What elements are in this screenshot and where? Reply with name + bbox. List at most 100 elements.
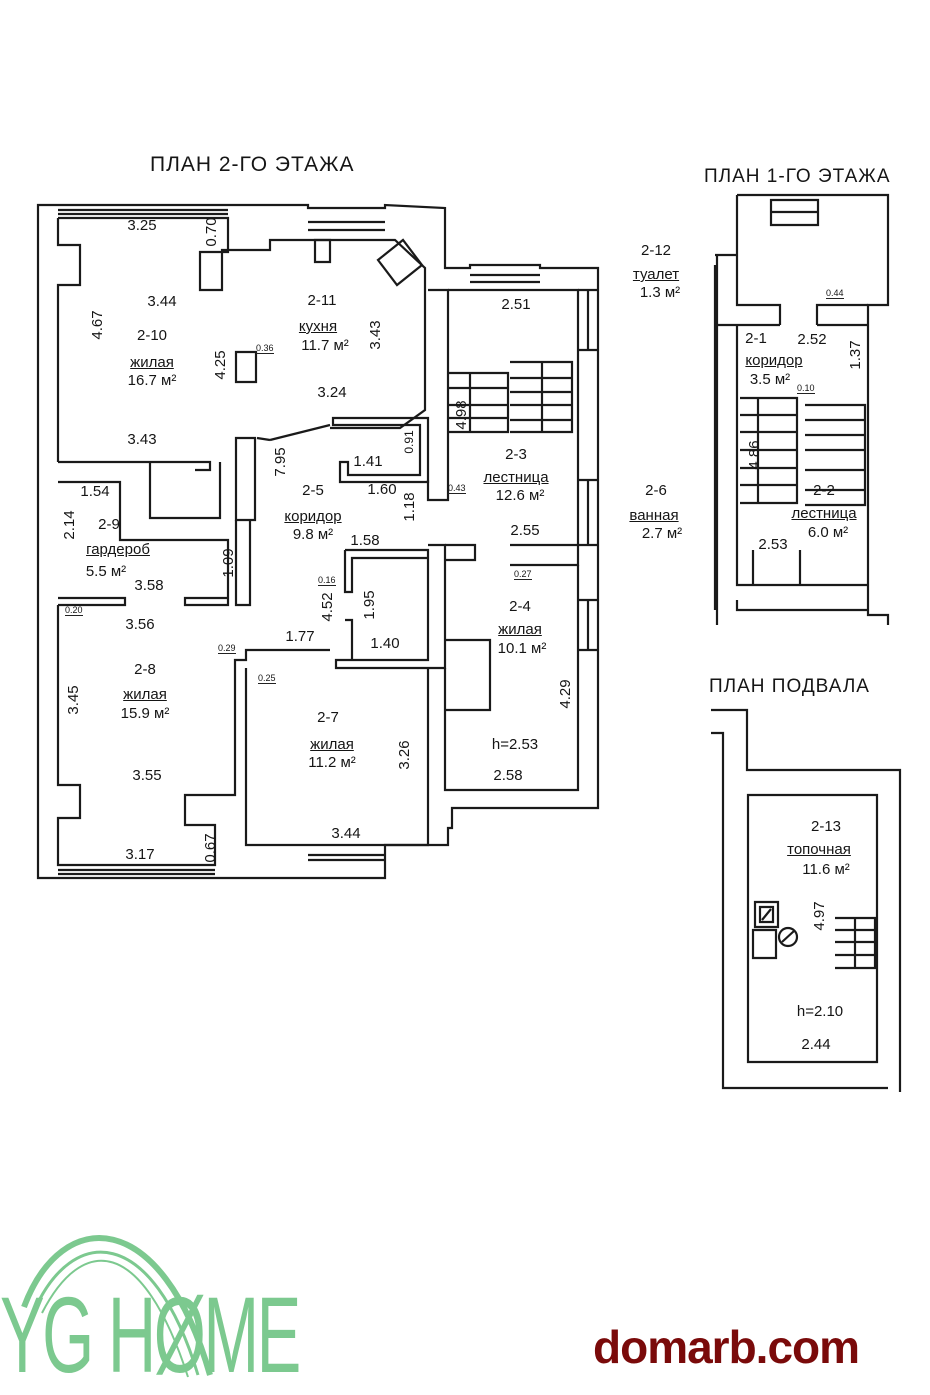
room-area: 6.0 м² [807,524,849,541]
dimension: 1.60 [367,481,397,498]
yg-home-logo: YG HØME [0,1274,301,1395]
dimension: 4.67 [89,310,106,340]
dimension: 2.55 [510,522,540,539]
room-id: 2-10 [136,327,168,344]
room-name: жилая [123,686,167,703]
dimension-small: 0.25 [258,673,276,684]
dimension: 4.29 [557,679,574,709]
dimension: 4.86 [746,440,763,470]
floor2-walls [36,203,600,880]
room-id: 2-6 [645,482,667,499]
room-id: 2-2 [813,482,835,499]
dimension: 2.51 [501,296,531,313]
room-name: коридор [745,352,803,369]
dimension: 1.95 [361,590,378,620]
room-area: 10.1 м² [497,640,547,657]
basement-walls [711,708,902,1092]
dimension: 3.44 [331,825,361,842]
floor2-title: ПЛАН 2-ГО ЭТАЖА [150,153,355,176]
room-name: лестница [483,469,549,486]
dimension: 3.43 [127,431,157,448]
room-name: жилая [310,736,354,753]
room-area: 11.2 м² [308,754,356,771]
dimension: 4.97 [811,901,828,931]
dimension: 4.98 [453,400,470,430]
room-id: 2-1 [745,330,767,347]
room-id: 2-11 [307,292,337,309]
room-name: жилая [130,354,174,371]
dimension: 3.26 [396,740,413,770]
dimension: 3.55 [132,767,162,784]
dimension: 1.58 [350,532,380,549]
dimension: 2.44 [801,1036,831,1053]
room-name: ванная [629,507,679,524]
dimension: 1.54 [80,483,110,500]
dimension-small: 0.27 [514,569,532,580]
dimension: 1.09 [220,548,237,578]
room-name: туалет [632,266,680,283]
dimension: 1.41 [353,453,383,470]
dimension: 3.24 [317,384,347,401]
ceiling-height: h=2.53 [491,736,539,753]
room-area: 12.6 м² [495,487,545,504]
room-area: 9.8 м² [292,526,334,543]
dimension: 4.52 [319,592,336,622]
room-id: 2-13 [810,818,842,835]
dimension: 0.91 [402,430,416,454]
dimension: 4.25 [212,350,229,380]
dimension: 7.95 [272,447,289,477]
dimension: 0.67 [202,833,219,863]
room-area: 16.7 м² [127,372,177,389]
dimension: 1.37 [847,340,864,370]
room-name: кухня [298,318,338,335]
dimension: 3.44 [147,293,177,310]
dimension: 0.70 [203,217,220,247]
dimension: 1.40 [370,635,400,652]
room-id: 2-9 [98,516,120,533]
dimension-small: 0.29 [218,643,236,654]
floor1-title: ПЛАН 1-ГО ЭТАЖА [704,166,891,187]
site-watermark: domarb.com [593,1321,860,1373]
room-name: гардероб [86,541,150,558]
dimension: 2.53 [758,536,788,553]
dimension: 1.18 [401,492,418,522]
room-id: 2-4 [509,598,531,615]
dimension: 3.43 [367,320,384,350]
dimension: 3.56 [125,616,155,633]
room-area: 2.7 м² [641,525,683,542]
dimension: 2.14 [61,510,78,540]
room-area: 3.5 м² [749,371,791,388]
room-id: 2-3 [505,446,527,463]
room-name: топочная [787,841,851,858]
dimension: 3.17 [125,846,155,863]
room-id: 2-12 [640,242,672,259]
room-area: 15.9 м² [120,705,170,722]
dimension-small: 0.36 [256,343,274,354]
basement-title: ПЛАН ПОДВАЛА [709,676,870,697]
dimension-small: 0.44 [826,288,844,299]
yg-home-logo-arc-icon [21,1235,213,1378]
room-area: 11.6 м² [802,861,850,878]
room-name: жилая [498,621,542,638]
room-id: 2-7 [317,709,339,726]
ceiling-height: h=2.10 [796,1003,844,1020]
room-id: 2-8 [134,661,156,678]
dimension-small: 0.16 [318,575,336,586]
room-area: 5.5 м² [85,563,127,580]
room-id: 2-5 [302,482,324,499]
room-area: 11.7 м² [301,337,349,354]
room-area: 1.3 м² [639,284,681,301]
dimension: 1.77 [285,628,315,645]
dimension-small: 0.10 [797,383,815,394]
dimension: 3.58 [134,577,164,594]
dimension-small: 0.20 [65,605,83,616]
dimension: 3.25 [127,217,157,234]
dimension: 3.45 [65,685,82,715]
floor1-walls [713,193,890,625]
dimension: 2.52 [797,331,827,348]
dimension-small: 0.43 [448,483,466,494]
room-name: лестница [791,505,857,522]
room-name: коридор [284,508,342,525]
dimension: 2.58 [493,767,523,784]
